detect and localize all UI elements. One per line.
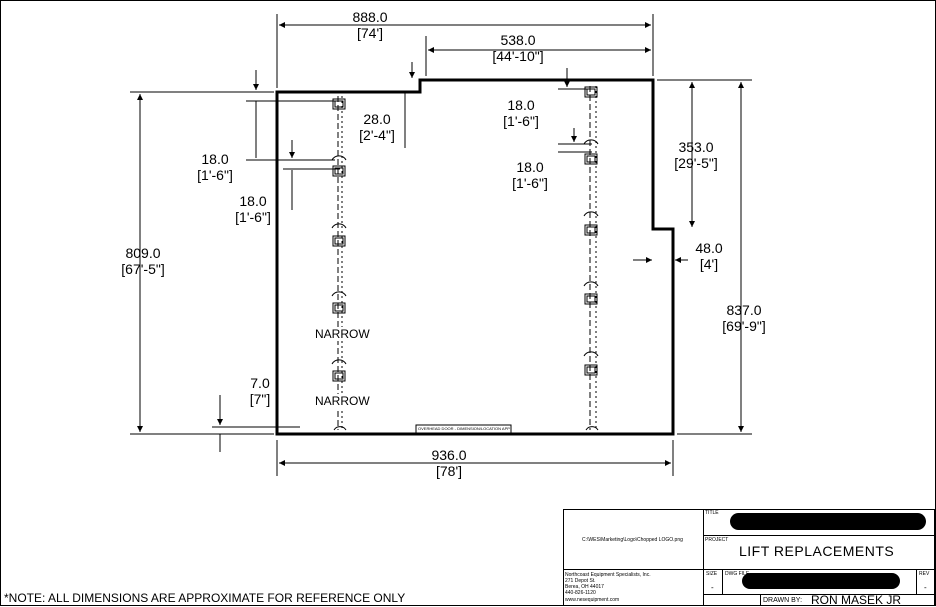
dim-right-lift-top-gap: 18.0[1'-6"] <box>503 97 539 129</box>
dim-right-notch-width: 48.0[4'] <box>695 240 723 272</box>
dim-right-upper-height: 353.0[29'-5"] <box>674 139 718 171</box>
company-web: www.nesequipment.com <box>565 597 620 603</box>
extension-lines <box>130 14 752 476</box>
company-city: Berea, OH 44017 <box>565 584 604 590</box>
rev-value: - <box>924 583 927 592</box>
company-name: Northcoast Equipment Specialists, Inc. <box>565 572 651 578</box>
project-field-label: PROJECT <box>705 537 729 543</box>
redacted-dwg-file <box>742 573 900 589</box>
lift-post <box>332 302 346 314</box>
lift-post <box>332 235 346 247</box>
company-street: 271 Depot St. <box>565 578 596 584</box>
left-lift-column <box>331 96 347 431</box>
dim-left-height: 809.0[67'-5"] <box>121 245 165 277</box>
lift-post <box>332 370 346 382</box>
footer-note: *NOTE: ALL DIMENSIONS ARE APPROXIMATE FO… <box>4 591 406 605</box>
dim-right-height: 837.0[69'-9"] <box>722 302 766 334</box>
lift-post <box>332 98 346 110</box>
rev-field-label: REV <box>919 571 930 577</box>
dim-step-height: 28.0[2'-4"] <box>359 111 395 143</box>
dim-overall-width: 888.0[74'] <box>352 9 388 41</box>
lift-post <box>584 293 598 305</box>
dim-bottom-gap: 7.0[7"] <box>249 375 271 407</box>
dimension-lines <box>137 22 744 466</box>
redacted-title <box>730 513 926 530</box>
size-field-label: SIZE <box>706 571 718 577</box>
lift-post <box>584 224 598 236</box>
dwg-file-label: DWG FILE <box>725 571 750 577</box>
drawn-by-label: DRAWN BY: <box>763 597 803 604</box>
dim-left-lift-top-gap: 18.0[1'-6"] <box>197 151 233 183</box>
building-outline <box>275 78 675 436</box>
right-lift-column <box>583 86 599 431</box>
narrow-label: NARROW <box>315 394 370 408</box>
title-field-label: TITLE <box>705 510 719 516</box>
overhead-door-box <box>415 424 512 434</box>
lift-post <box>332 165 346 177</box>
dim-left-lift-spacing: 18.0[1'-6"] <box>235 193 271 225</box>
drawn-by-value: RON MASEK JR <box>811 593 902 607</box>
narrow-label: NARROW <box>315 327 370 341</box>
lift-post <box>584 86 598 98</box>
project-name: LIFT REPLACEMENTS <box>739 543 895 559</box>
dim-right-lift-spacing: 18.0[1'-6"] <box>512 159 548 191</box>
dim-top-offset-width: 538.0[44'-10"] <box>492 32 544 64</box>
overhead-door-label: OVERHEAD DOOR - DIMENSION/LOCATION APPRO… <box>418 426 510 431</box>
dim-bottom-width: 936.0[78'] <box>431 447 467 479</box>
size-value: - <box>711 583 714 592</box>
company-phone: 440-826-1120 <box>565 590 596 596</box>
lift-post <box>584 153 598 165</box>
lift-post <box>584 364 598 376</box>
logo-path-text: C:\WES\Marketing\Logo\Chopped LOGO.png <box>582 537 683 543</box>
